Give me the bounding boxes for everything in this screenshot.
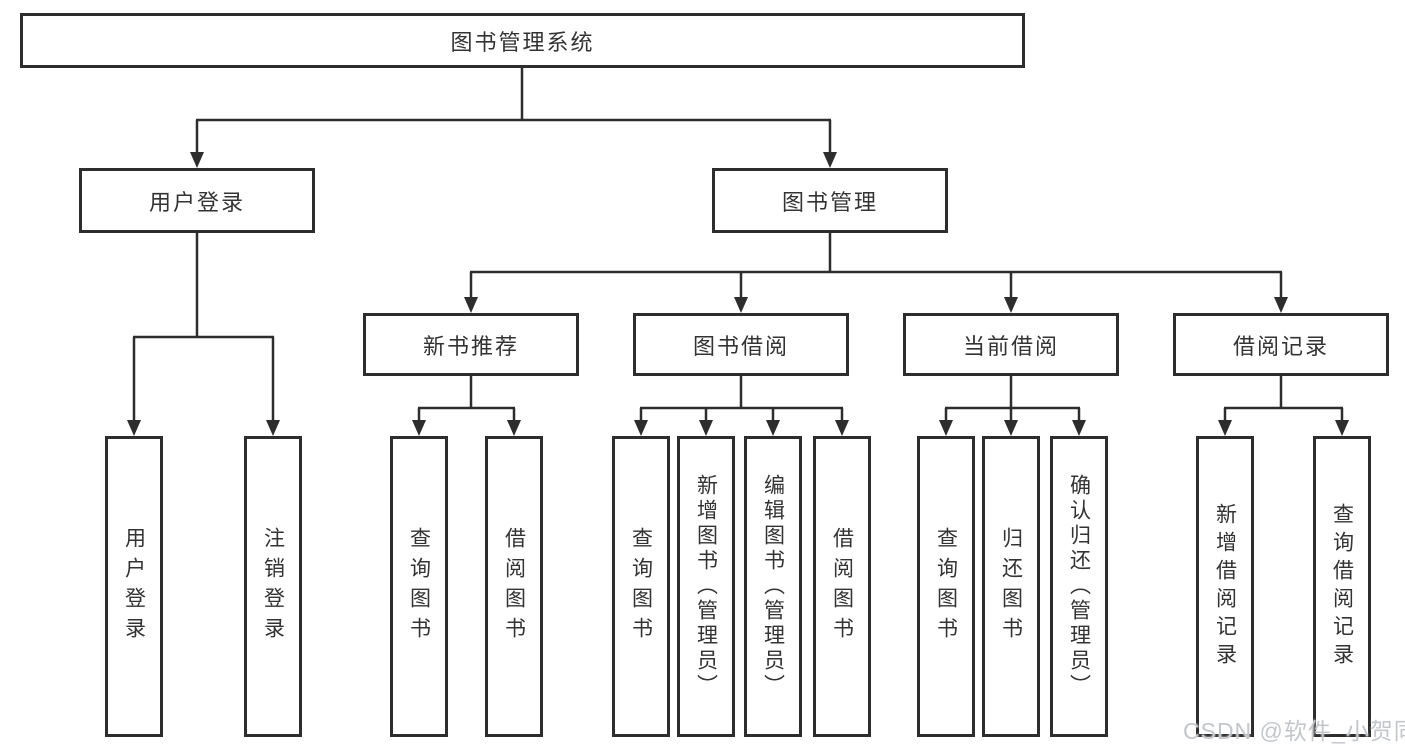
leaf-return-book: 归还图书 — [982, 436, 1040, 737]
leaf-edit-book-admin-label: 编辑图书（管理员） — [761, 474, 785, 699]
leaf-user-login-label: 用户登录 — [122, 526, 146, 647]
leaf-query-books-current-label: 查询图书 — [934, 526, 958, 647]
leaf-add-book-admin: 新增图书（管理员） — [677, 436, 735, 737]
leaf-confirm-return-admin-label: 确认归还（管理员） — [1067, 474, 1091, 699]
leaf-return-book-label: 归还图书 — [999, 526, 1023, 647]
leaf-add-borrow-record: 新增借阅记录 — [1196, 436, 1254, 737]
leaf-add-borrow-record-label: 新增借阅记录 — [1213, 502, 1237, 671]
leaf-logout-label: 注销登录 — [261, 526, 285, 647]
csdn-watermark: CSDN @软件_小贺同学 — [1183, 718, 1405, 744]
node-book-management-label: 图书管理 — [781, 189, 878, 215]
node-new-book-recommend: 新书推荐 — [363, 313, 579, 376]
leaf-logout: 注销登录 — [244, 436, 302, 737]
leaf-query-borrow-record: 查询借阅记录 — [1313, 436, 1371, 737]
leaf-borrow-books-recommend: 借阅图书 — [485, 436, 543, 737]
node-current-borrow-label: 当前借阅 — [962, 333, 1059, 359]
node-user-login-label: 用户登录 — [148, 189, 245, 215]
leaf-query-books-borrow: 查询图书 — [612, 436, 670, 737]
leaf-add-book-admin-label: 新增图书（管理员） — [694, 474, 718, 699]
leaf-edit-book-admin: 编辑图书（管理员） — [744, 436, 802, 737]
arrowheads — [127, 152, 1349, 436]
leaf-query-borrow-record-label: 查询借阅记录 — [1330, 502, 1354, 671]
node-new-book-recommend-label: 新书推荐 — [422, 333, 519, 359]
leaf-borrow-books-label: 借阅图书 — [830, 526, 854, 647]
node-book-borrow: 图书借阅 — [633, 313, 849, 376]
node-book-borrow-label: 图书借阅 — [692, 333, 789, 359]
node-user-login: 用户登录 — [79, 168, 315, 233]
leaf-query-books-current: 查询图书 — [917, 436, 975, 737]
node-book-management: 图书管理 — [712, 168, 948, 233]
node-current-borrow: 当前借阅 — [903, 313, 1119, 376]
leaf-borrow-books: 借阅图书 — [813, 436, 871, 737]
node-borrow-records: 借阅记录 — [1173, 313, 1389, 376]
node-root-label: 图书管理系统 — [450, 29, 595, 55]
leaf-query-books-recommend: 查询图书 — [390, 436, 448, 737]
leaf-query-books-recommend-label: 查询图书 — [407, 526, 431, 647]
leaf-confirm-return-admin: 确认归还（管理员） — [1050, 436, 1108, 737]
leaf-user-login: 用户登录 — [105, 436, 163, 737]
leaf-borrow-books-recommend-label: 借阅图书 — [502, 526, 526, 647]
node-root: 图书管理系统 — [20, 13, 1025, 68]
node-borrow-records-label: 借阅记录 — [1232, 333, 1329, 359]
leaf-query-books-borrow-label: 查询图书 — [629, 526, 653, 647]
